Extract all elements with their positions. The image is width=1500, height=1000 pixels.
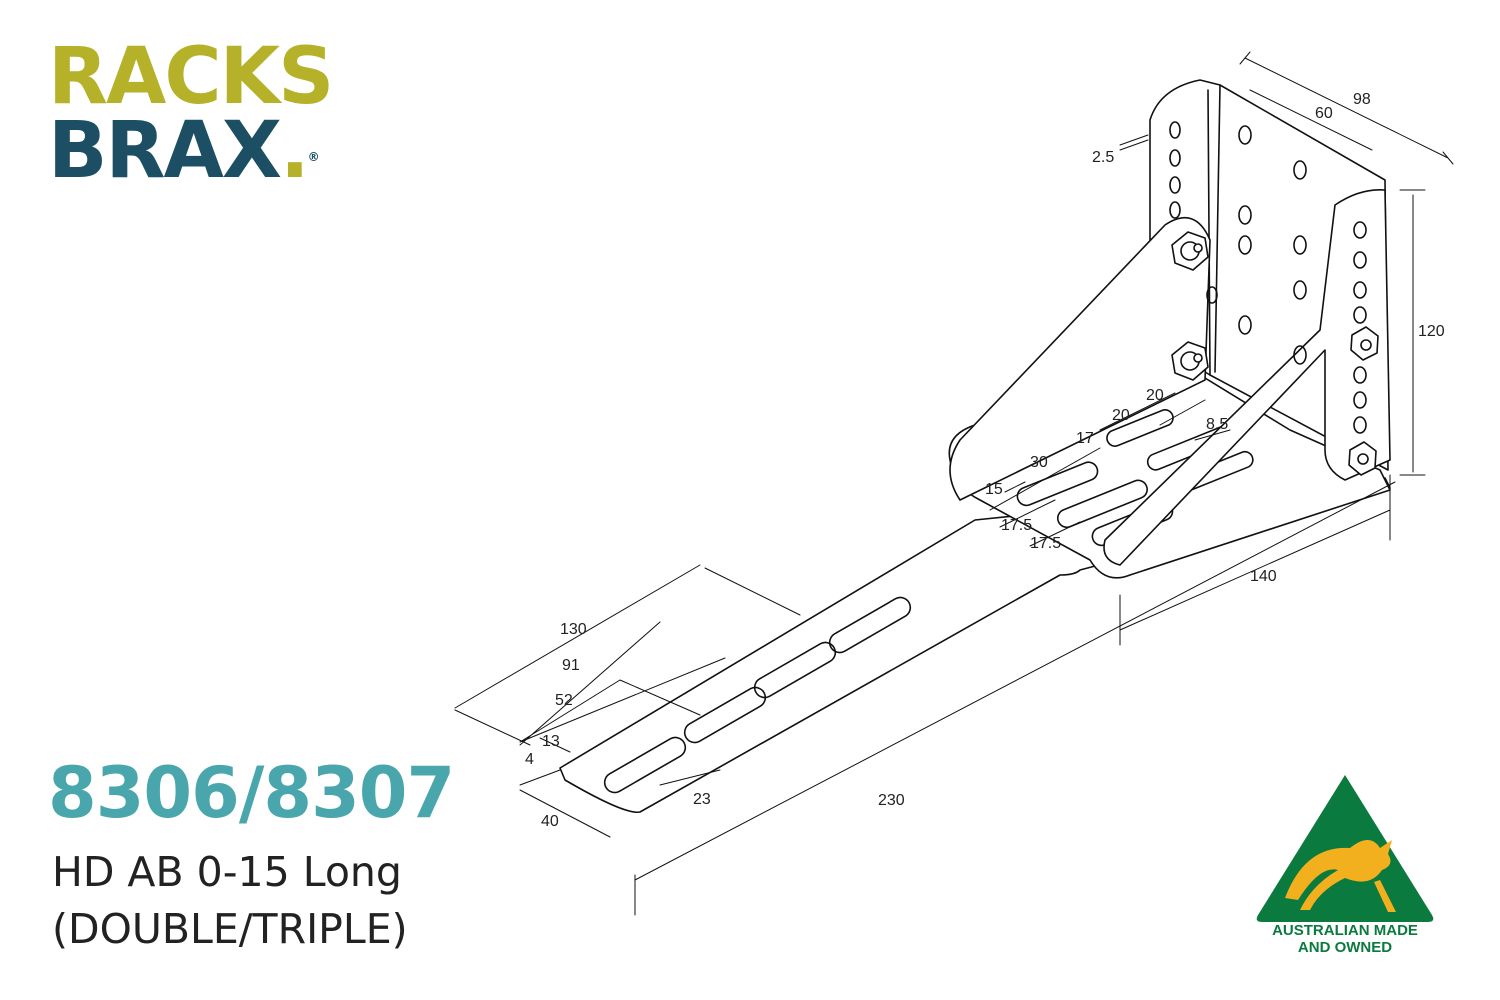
bracket-arm [559,477,1391,814]
dim-23: 23 [693,791,711,808]
part-number: 8306/8307 [48,752,455,834]
dim-17-5-a: 17.5 [1001,517,1032,534]
dim-13: 13 [542,733,560,750]
racks-brax-logo: RACKS BRAX.® [48,32,334,190]
arm-slots [603,596,912,794]
dim-17: 17 [1076,430,1094,447]
dim-15: 15 [985,481,1003,498]
registered-mark: ® [307,150,320,164]
kangaroo-triangle-icon [1256,775,1434,922]
left-gusset [949,216,1211,501]
product-variant: (DOUBLE/TRIPLE) [52,905,408,953]
dimension-lines [454,51,1454,916]
dim-17-5-b: 17.5 [1030,535,1061,552]
badge-line-2: AND OWNED [1297,939,1393,956]
back-plate-edge [1207,84,1221,376]
logo-line-racks: RACKS [48,32,334,122]
dim-130: 130 [560,621,587,638]
dim-52: 52 [555,692,573,709]
logo-dot: . [280,106,310,196]
dim-20-b: 20 [1112,407,1130,424]
product-name: HD AB 0-15 Long [52,848,402,896]
back-plate-holes [1169,121,1367,434]
right-gusset [1103,188,1391,566]
dim-30: 30 [1030,454,1048,471]
dim-140: 140 [1250,568,1277,585]
badge-line-1: AUSTRALIAN MADE [1272,922,1418,939]
dim-98: 98 [1353,91,1371,108]
logo-brax-text: BRAX [48,106,282,196]
dim-8-5: 8.5 [1206,416,1228,433]
dim-40: 40 [541,813,559,830]
dim-4: 4 [525,751,534,768]
logo-line-brax: BRAX.® [48,112,332,190]
dim-230: 230 [878,792,905,809]
dim-91: 91 [562,657,580,674]
dim-60: 60 [1315,105,1333,122]
dim-120: 120 [1418,323,1445,340]
dim-2-5: 2.5 [1092,149,1114,166]
dim-20-a: 20 [1146,387,1164,404]
hex-nuts [1171,231,1379,476]
